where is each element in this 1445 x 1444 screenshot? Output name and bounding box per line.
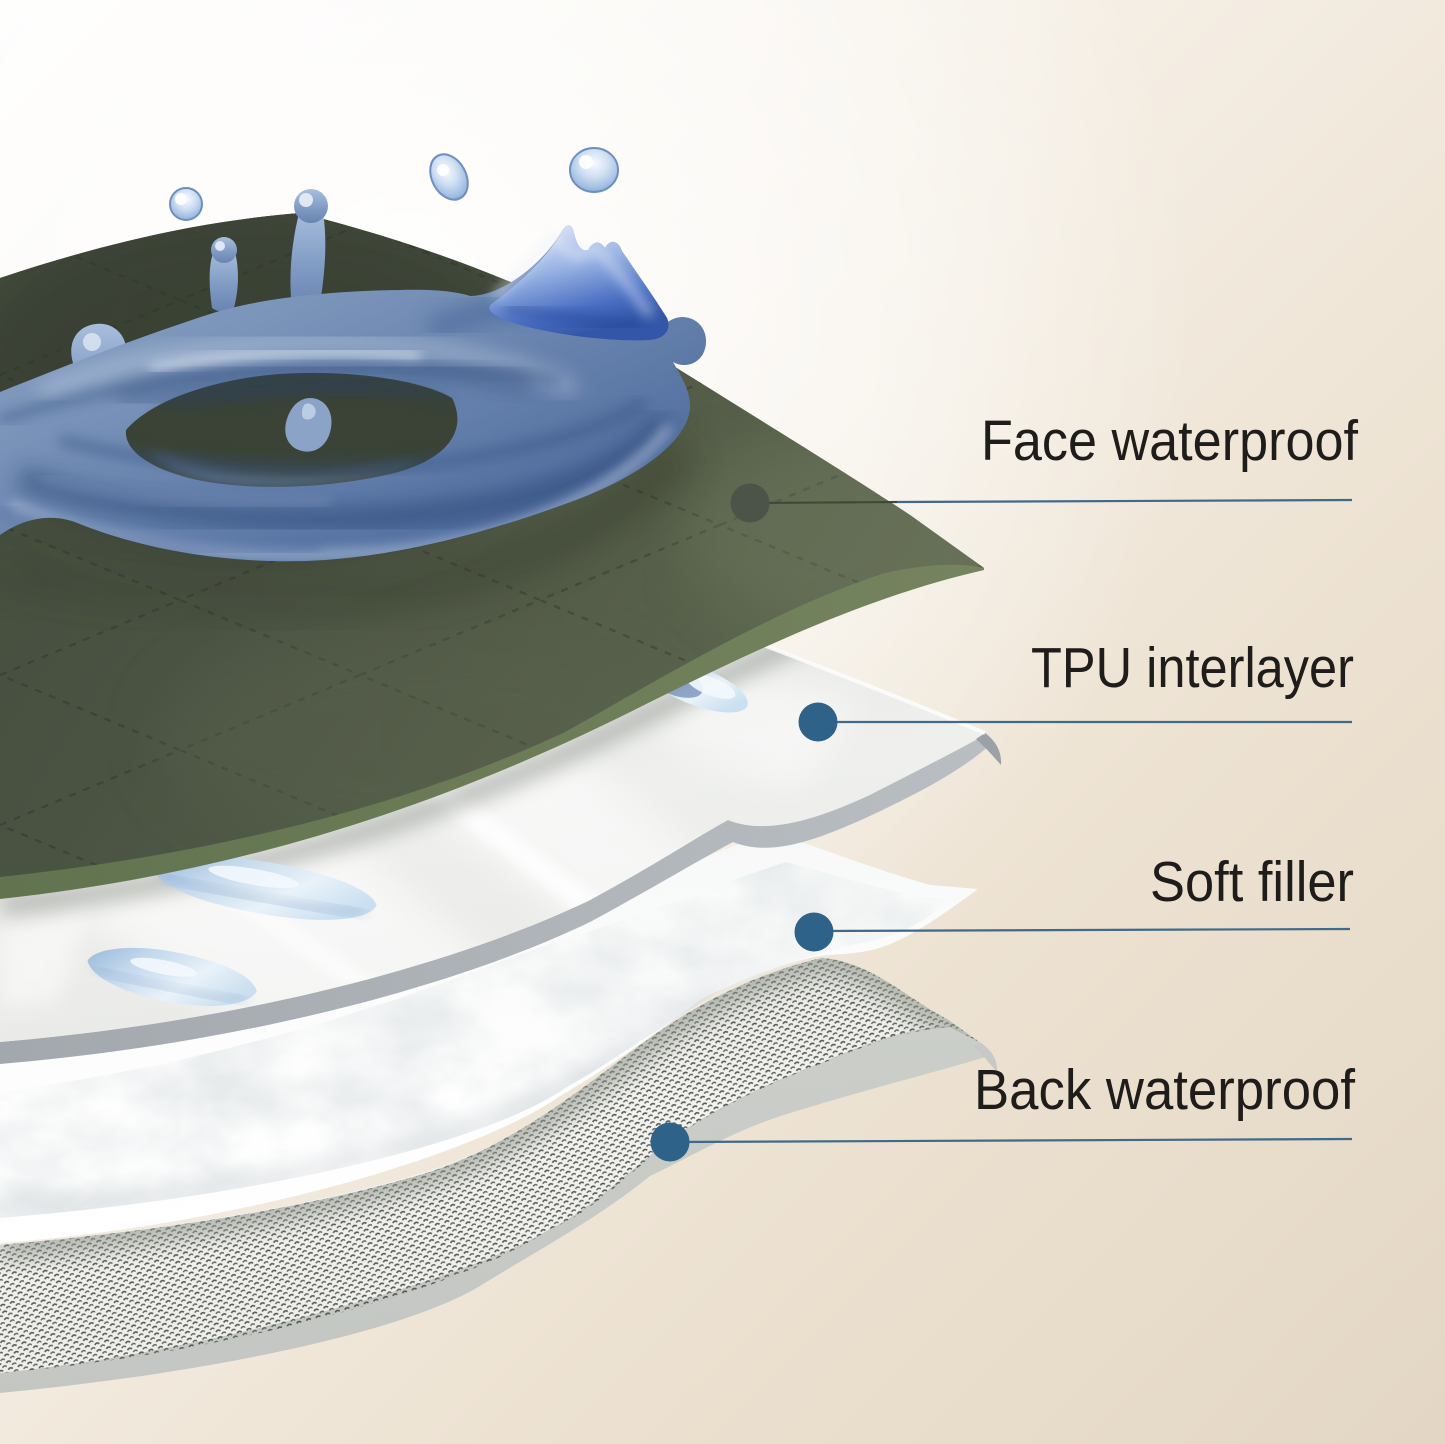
- svg-text:Soft filler: Soft filler: [1150, 850, 1354, 913]
- svg-text:Back waterproof: Back waterproof: [974, 1058, 1355, 1121]
- svg-text:Face waterproof: Face waterproof: [981, 409, 1358, 472]
- svg-text:TPU interlayer: TPU interlayer: [1031, 636, 1354, 699]
